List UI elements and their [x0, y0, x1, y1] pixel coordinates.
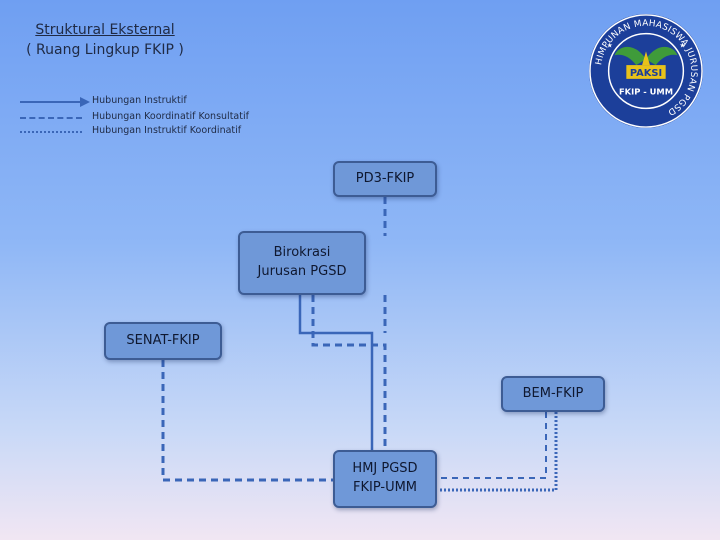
node-label: PD3-FKIP — [355, 170, 415, 186]
arrow-head-icon — [80, 97, 90, 107]
node-hmj-pgsd[interactable]: HMJ PGSD FKIP-UMM — [333, 450, 437, 508]
line-konsultatif-senat-hmj — [161, 360, 333, 482]
line-koordinatif-bem-hmj — [438, 412, 558, 492]
star-icon: ★ — [607, 41, 613, 49]
legend-label: Hubungan Instruktif Koordinatif — [92, 125, 242, 136]
star-icon: ★ — [679, 41, 685, 49]
logo-banner — [626, 65, 666, 79]
dashed-line-icon — [20, 117, 82, 119]
paksi-logo: HIMPUNAN MAHASISWA JURUSAN PGSD ★ ★ PAKS… — [588, 13, 704, 129]
legend-label: Hubungan Koordinatif Konsultatif — [92, 111, 249, 122]
legend-koordinatif-konsultatif: Hubungan Koordinatif Konsultatif — [20, 111, 260, 124]
node-pd3-fkip[interactable]: PD3-FKIP — [333, 161, 437, 197]
node-label-line1: HMJ PGSD — [352, 461, 418, 477]
legend-instruktif: Hubungan Instruktif — [20, 95, 260, 108]
diagram-title: Struktural Eksternal — [35, 22, 175, 38]
logo-center-text: PAKSI — [630, 68, 662, 79]
node-label: SENAT-FKIP — [126, 332, 200, 348]
solid-line-icon — [20, 101, 80, 103]
node-label-line2: FKIP-UMM — [352, 480, 418, 495]
node-label-line1: Birokrasi — [273, 245, 331, 261]
node-bem-fkip[interactable]: BEM-FKIP — [501, 376, 605, 412]
dotted-line-icon — [20, 131, 82, 133]
node-senat-fkip[interactable]: SENAT-FKIP — [104, 322, 222, 360]
legend-instruktif-koordinatif: Hubungan Instruktif Koordinatif — [20, 125, 260, 138]
node-label: BEM-FKIP — [522, 385, 584, 401]
node-birokrasi-jurusan[interactable]: Birokrasi Jurusan PGSD — [238, 231, 366, 295]
left-wing-icon — [614, 46, 646, 66]
line-konsultatif-bem-hmj — [438, 412, 547, 479]
logo-bottom-text: FKIP - UMM — [619, 87, 673, 97]
diagram-subtitle: ( Ruang Lingkup FKIP ) — [26, 42, 184, 58]
legend-label: Hubungan Instruktif — [92, 95, 187, 106]
line-konsultatif-birokrasi-hmj — [311, 295, 387, 450]
line-instruktif-birokrasi-hmj — [298, 295, 374, 450]
flame-icon — [642, 51, 650, 66]
node-label-line2: Jurusan PGSD — [257, 264, 347, 279]
right-wing-icon — [646, 46, 678, 66]
